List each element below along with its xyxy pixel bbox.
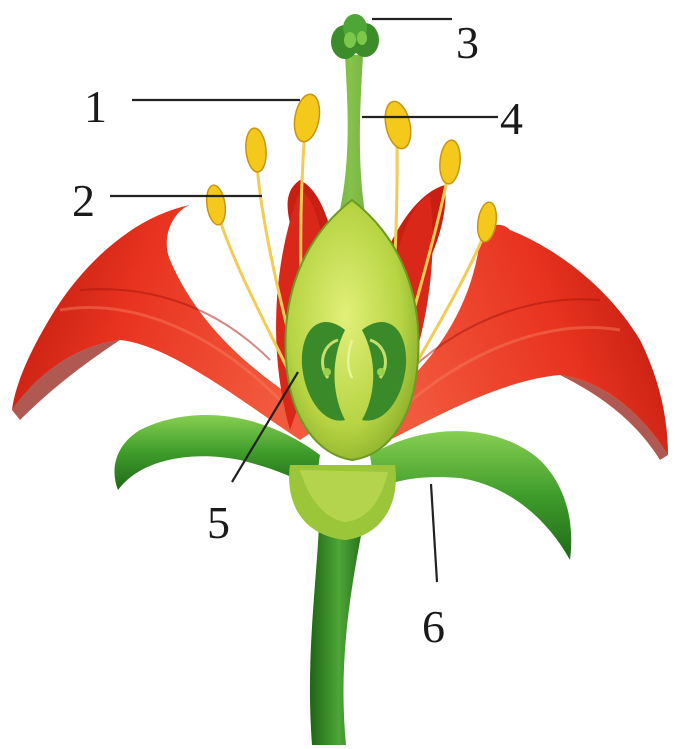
leader-line-6 <box>431 484 437 582</box>
callout-label-2: 2 <box>72 175 95 226</box>
callout-label-4: 4 <box>500 93 523 144</box>
callout-label-6: 6 <box>422 601 445 652</box>
anther <box>204 184 227 226</box>
sepal-right <box>370 431 571 560</box>
stigma <box>331 14 379 59</box>
anther <box>244 127 268 173</box>
callout-label-1: 1 <box>84 81 107 132</box>
anther <box>438 139 462 185</box>
callout-label-5: 5 <box>207 497 230 548</box>
callout-label-3: 3 <box>456 17 479 68</box>
flower-illustration <box>12 14 668 745</box>
anther <box>381 99 414 151</box>
